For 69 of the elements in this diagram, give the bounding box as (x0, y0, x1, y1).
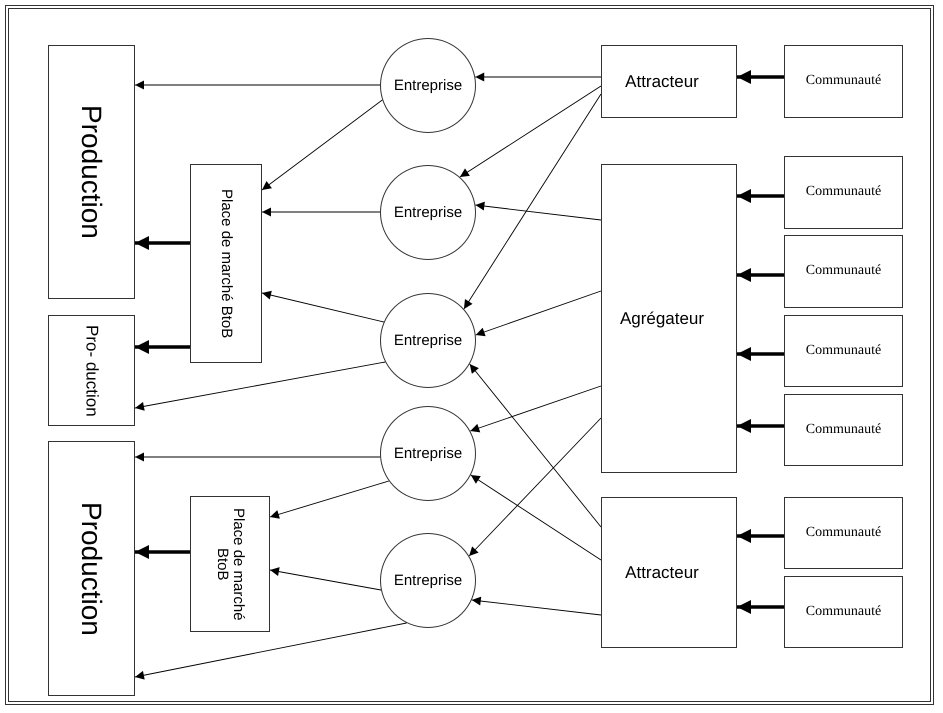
node-label: Place de marché BtoB (214, 506, 246, 622)
node-label: Attracteur (625, 72, 699, 90)
process-box (601, 164, 737, 473)
arrow (134, 622, 408, 680)
arrow (475, 290, 602, 336)
process-box (784, 576, 903, 648)
ellipse-node (380, 165, 476, 260)
arrow (262, 290, 384, 322)
thick-arrow (737, 600, 784, 614)
process-box (48, 45, 135, 299)
node-label: Entreprise (394, 332, 462, 348)
process-box (784, 497, 903, 569)
arrow (468, 418, 602, 556)
process-box (601, 45, 737, 118)
node-label: Communauté (806, 526, 882, 540)
node-label: Entreprise (394, 204, 462, 220)
node-label: Communauté (806, 604, 882, 620)
node-label: Entreprise (394, 572, 462, 588)
thick-arrow (737, 347, 784, 361)
thick-arrow (737, 189, 784, 203)
arrow (270, 567, 382, 590)
process-box (48, 315, 135, 426)
arrow (459, 86, 602, 178)
node-label: Attracteur (625, 564, 699, 582)
arrow (474, 202, 602, 220)
node-label: Communauté (806, 344, 882, 358)
node-label: Communauté (806, 264, 882, 279)
arrow (463, 94, 602, 310)
node-label: Entreprise (394, 78, 462, 94)
process-box (784, 394, 903, 466)
node-label: Production (76, 502, 106, 636)
arrow (134, 362, 386, 411)
arrow (470, 474, 602, 560)
node-label: Production (76, 105, 106, 239)
thick-arrow (737, 70, 784, 84)
arrow (469, 364, 602, 528)
process-box (601, 497, 737, 648)
arrow (262, 208, 380, 216)
process-box (784, 45, 903, 118)
arrow (134, 452, 381, 462)
ellipse-node (380, 533, 476, 628)
node-label: Communauté (806, 74, 882, 89)
arrow (134, 80, 380, 90)
thick-arrow (135, 340, 190, 354)
thick-arrow (135, 545, 190, 559)
ellipse-node (380, 38, 476, 133)
node-label: Communauté (806, 185, 882, 200)
thick-arrow (737, 529, 784, 543)
arrow (262, 100, 383, 190)
node-label: Entreprise (394, 446, 462, 462)
process-box (784, 235, 903, 308)
thick-arrow (737, 268, 784, 282)
arrow (270, 480, 390, 519)
node-label: Agrégateur (620, 310, 704, 328)
process-box (784, 156, 903, 229)
arrow (470, 386, 602, 432)
thick-arrow (135, 236, 190, 250)
node-label: Communauté (806, 422, 882, 438)
process-box (190, 164, 262, 363)
ellipse-node (380, 293, 476, 388)
process-box (48, 441, 135, 696)
node-label: Pro- duction (82, 324, 100, 416)
arrow (474, 72, 602, 82)
arrow (471, 596, 602, 616)
ellipse-node (380, 406, 476, 501)
process-box (784, 315, 903, 387)
process-box (190, 496, 270, 632)
thick-arrow (737, 419, 784, 433)
node-label: Place de marché BtoB (218, 188, 234, 338)
